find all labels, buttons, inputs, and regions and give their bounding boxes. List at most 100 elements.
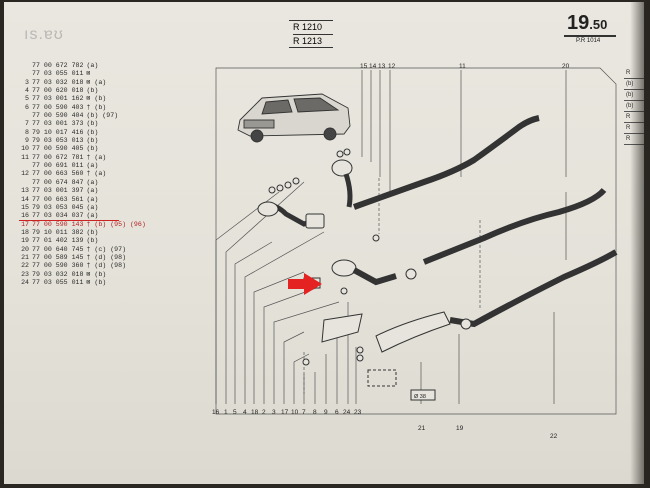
model-code-1: R 1210 [293, 22, 323, 32]
exhaust-diagram: 15 14 13 12 11 20 16 1 5 4 18 2 3 17 10 … [212, 63, 618, 440]
part-reference: 79 10 011 382 [32, 228, 84, 236]
bottom-reference-labels: 16 1 5 4 18 2 3 17 10 7 8 9 6 24 23 21 1… [212, 394, 558, 440]
show-through-text: ıs.ɐʊ [24, 26, 64, 43]
part-mark: (a) [86, 178, 99, 186]
part-number: 5 [25, 95, 29, 103]
part-reference: 77 00 590 360 [32, 262, 84, 270]
top-label-13: 13 [378, 63, 386, 70]
part-mark: (b) [86, 137, 99, 145]
part-reference: 77 00 590 403 [32, 103, 84, 111]
lower-exhaust-pipes [302, 187, 618, 401]
top-label-20: 20 [562, 63, 570, 70]
part-number: 12 [21, 170, 29, 178]
bottom-label-8: 8 [313, 409, 317, 416]
bottom-label-5: 5 [233, 409, 237, 416]
parts-list-row: 77 00 691 011(a) [19, 162, 219, 170]
part-reference: 77 00 590 143 [32, 220, 84, 228]
top-label-15: 15 [360, 63, 368, 70]
part-reference: 77 01 402 139 [32, 237, 84, 245]
part-reference: 77 00 691 011 [32, 162, 84, 170]
part-mark: (a) [86, 62, 99, 69]
part-number: 13 [21, 187, 29, 195]
part-reference: 77 00 590 404 [32, 112, 84, 120]
bottom-label-17: 17 [281, 409, 289, 416]
part-reference: 77 00 589 145 [32, 253, 84, 261]
car-illustration [237, 93, 351, 143]
part-number: 4 [25, 87, 29, 95]
page-number: 19.50 [567, 12, 608, 34]
bottom-label-1: 1 [224, 409, 228, 416]
top-label-12: 12 [388, 63, 396, 70]
part-number: 15 [21, 203, 29, 211]
bottom-label-7: 7 [302, 409, 306, 416]
part-mark: (b) [86, 237, 99, 245]
part-mark: † (d) (98) [86, 253, 127, 261]
part-number: 8 [25, 128, 29, 136]
bottom-label-10: 10 [291, 409, 299, 416]
part-mark: (a) [86, 162, 99, 170]
parts-list-row: 77 00 672 782(a) [19, 62, 219, 70]
part-number: 7 [25, 120, 29, 128]
part-reference: 77 03 001 162 [32, 95, 84, 103]
part-number: 16 [21, 212, 29, 220]
part-reference: 77 03 034 037 [32, 212, 84, 220]
part-reference: 77 00 620 018 [32, 87, 84, 95]
bottom-label-18: 18 [251, 409, 259, 416]
part-mark: (b) [86, 128, 99, 136]
part-number: 9 [25, 137, 29, 145]
part-number: 17 [21, 220, 29, 228]
part-reference: 79 03 053 045 [32, 203, 84, 211]
page-number-rule [564, 35, 616, 37]
part-mark: † (b) (95) (96) [86, 220, 146, 228]
part-mark: (a) [86, 212, 99, 220]
part-reference: 77 00 674 847 [32, 178, 84, 186]
part-mark: ⊠ (b) [86, 278, 107, 286]
part-number: 21 [21, 253, 29, 261]
parts-list-row: 77 00 674 847(a) [19, 179, 219, 187]
part-number: 20 [21, 245, 29, 253]
part-mark: (a) [86, 203, 99, 211]
part-number: 22 [21, 262, 29, 270]
part-reference: 77 00 663 560 [32, 170, 84, 178]
part-mark: † (d) (98) [86, 262, 127, 270]
part-mark: (b) (97) [86, 112, 119, 120]
part-reference: 79 03 032 018 [32, 270, 84, 278]
part-reference: 77 00 663 561 [32, 195, 84, 203]
part-number: 24 [21, 278, 29, 286]
part-mark: ⊠ (b) [86, 270, 107, 278]
part-reference: 77 03 055 011 [32, 70, 84, 78]
part-mark: † (a) [86, 153, 107, 161]
part-mark: ⊠ (b) [86, 95, 107, 103]
bottom-label-21: 21 [418, 425, 426, 432]
part-number: 6 [25, 103, 29, 111]
part-number: 19 [21, 237, 29, 245]
bottom-label-22: 22 [550, 433, 558, 440]
red-arrow [288, 273, 322, 295]
highlight-underline [19, 220, 119, 221]
pipe-diameter-label: Ø 38 [414, 394, 426, 400]
page-ref: P.R 1014 [576, 38, 601, 44]
part-reference: 77 00 640 745 [32, 245, 84, 253]
bottom-label-24: 24 [343, 409, 351, 416]
part-mark: (b) [86, 87, 99, 95]
part-reference: 79 10 017 416 [32, 128, 84, 136]
model-code-box: R 1210 R 1213 [289, 20, 333, 48]
part-mark: (b) [86, 228, 99, 236]
part-reference: 77 00 672 781 [32, 153, 84, 161]
